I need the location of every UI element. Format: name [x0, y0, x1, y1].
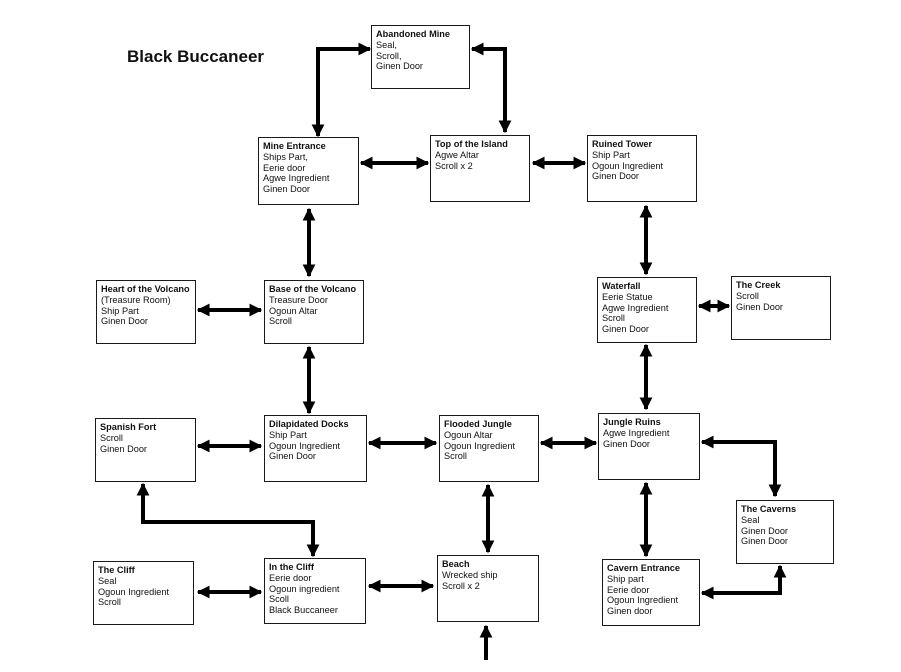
room-name: Beach	[442, 559, 470, 569]
room-item: Scroll	[736, 290, 759, 301]
room-item: Ginen Door	[736, 301, 783, 312]
room-name: Ruined Tower	[592, 139, 653, 149]
room-item: Ogoun ingredient	[269, 583, 340, 594]
room-spanish-fort: Spanish Fort Scroll Ginen Door	[95, 418, 196, 482]
room-item: Ginen Door	[592, 171, 639, 182]
room-item: Ogoun Altar	[269, 305, 318, 316]
room-item: (Treasure Room)	[101, 294, 171, 305]
room-ruined-tower: Ruined Tower Ship Part Ogoun Ingredient …	[587, 135, 697, 202]
room-flooded-jungle: Flooded Jungle Ogoun Altar Ogoun Ingredi…	[439, 415, 539, 482]
room-the-creek: The Creek Scroll Ginen Door	[731, 276, 831, 340]
room-item: Ships Part,	[263, 151, 308, 162]
room-name: Spanish Fort	[100, 422, 157, 432]
room-name: The Creek	[736, 280, 781, 290]
room-the-cliff: The Cliff Seal Ogoun Ingredient Scroll	[93, 561, 194, 625]
room-item: Agwe Ingredient	[263, 173, 330, 184]
room-mine-entrance: Mine Entrance Ships Part, Eerie door Agw…	[258, 137, 359, 205]
room-item: Seal,	[376, 39, 397, 50]
room-item: Ginen Door	[603, 438, 650, 449]
room-beach: Beach Wrecked ship Scroll x 2	[437, 555, 539, 622]
link-jungle-ruins-the-caverns	[700, 435, 782, 498]
link-spanish-fort-in-the-cliff	[136, 482, 320, 558]
room-item: Scroll	[100, 432, 123, 443]
room-name: Dilapidated Docks	[269, 419, 349, 429]
page-title: Black Buccaneer	[127, 47, 265, 66]
room-item: Ogoun Ingredient	[592, 160, 664, 171]
room-item: Ginen Door	[741, 525, 788, 536]
room-item: Agwe Altar	[435, 149, 479, 160]
room-item: Ginen Door	[100, 443, 147, 454]
room-item: Scroll	[269, 316, 292, 327]
room-dilapidated-docks: Dilapidated Docks Ship Part Ogoun Ingred…	[264, 415, 367, 482]
room-abandoned-mine: Abandoned Mine Seal, Scroll, Ginen Door	[371, 25, 470, 89]
room-item: Ship Part	[269, 429, 307, 440]
room-item: Ginen Door	[101, 316, 148, 327]
room-item: Seal	[741, 514, 760, 525]
room-item: Eerie door	[607, 584, 650, 595]
room-name: Waterfall	[602, 281, 641, 291]
room-item: Eerie Statue	[602, 291, 653, 302]
room-name: Mine Entrance	[263, 141, 326, 151]
room-item: Ginen Door	[269, 451, 316, 462]
room-item: Ginen Door	[376, 61, 423, 72]
room-item: Ship Part	[101, 305, 139, 316]
room-item: Ginen Door	[602, 324, 649, 335]
room-item: Eerie door	[269, 572, 312, 583]
room-item: Scroll,	[376, 50, 402, 61]
room-item: Ogoun Ingredient	[98, 586, 170, 597]
room-name: Cavern Entrance	[607, 563, 681, 573]
room-item: Eerie door	[263, 162, 306, 173]
room-heart-of-the-volcano: Heart of the Volcano (Treasure Room) Shi…	[96, 280, 196, 344]
room-item: Ginen Door	[741, 536, 788, 547]
room-name: Base of the Volcano	[269, 284, 357, 294]
room-name: Jungle Ruins	[603, 417, 661, 427]
room-name: Top of the Island	[435, 139, 508, 149]
room-item: Scroll x 2	[442, 580, 480, 591]
room-item: Ogoun Ingredient	[444, 440, 516, 451]
room-in-the-cliff: In the Cliff Eerie door Ogoun ingredient…	[264, 558, 366, 624]
room-item: Ogoun Ingredient	[607, 595, 679, 606]
link-mine-entrance-abandoned-mine	[311, 42, 372, 138]
room-item: Scroll	[444, 451, 467, 462]
room-item: Wrecked ship	[442, 569, 498, 580]
room-item: Ginen door	[607, 606, 653, 617]
room-item: Ship part	[607, 573, 644, 584]
room-item: Scroll	[602, 313, 625, 324]
room-item: Ship Part	[592, 149, 630, 160]
room-item: Seal	[98, 575, 117, 586]
room-cavern-entrance: Cavern Entrance Ship part Eerie door Ogo…	[602, 559, 700, 626]
room-item: Treasure Door	[269, 294, 328, 305]
room-name: Heart of the Volcano	[101, 284, 190, 294]
room-item: Black Buccaneer	[269, 605, 338, 616]
room-waterfall: Waterfall Eerie Statue Agwe Ingredient S…	[597, 277, 697, 343]
room-item: Scoll	[269, 594, 289, 605]
room-item: Ogoun Altar	[444, 429, 493, 440]
room-base-of-the-volcano: Base of the Volcano Treasure Door Ogoun …	[264, 280, 364, 344]
room-item: Ginen Door	[263, 184, 310, 195]
room-item: Scroll	[98, 597, 121, 608]
link-cavern-entrance-the-caverns	[700, 564, 787, 600]
link-abandoned-mine-top-of-island	[470, 42, 512, 134]
room-name: The Cliff	[98, 565, 135, 575]
room-name: Flooded Jungle	[444, 419, 512, 429]
room-item: Scroll x 2	[435, 160, 473, 171]
room-top-of-the-island: Top of the Island Agwe Altar Scroll x 2	[430, 135, 530, 202]
room-item: Agwe Ingredient	[602, 302, 669, 313]
room-item: Agwe Ingredient	[603, 427, 670, 438]
room-the-caverns: The Caverns Seal Ginen Door Ginen Door	[736, 500, 834, 564]
room-name: Abandoned Mine	[376, 29, 451, 39]
room-name: The Caverns	[741, 504, 797, 514]
room-item: Ogoun Ingredient	[269, 440, 341, 451]
room-name: In the Cliff	[269, 562, 314, 572]
room-jungle-ruins: Jungle Ruins Agwe Ingredient Ginen Door	[598, 413, 700, 480]
